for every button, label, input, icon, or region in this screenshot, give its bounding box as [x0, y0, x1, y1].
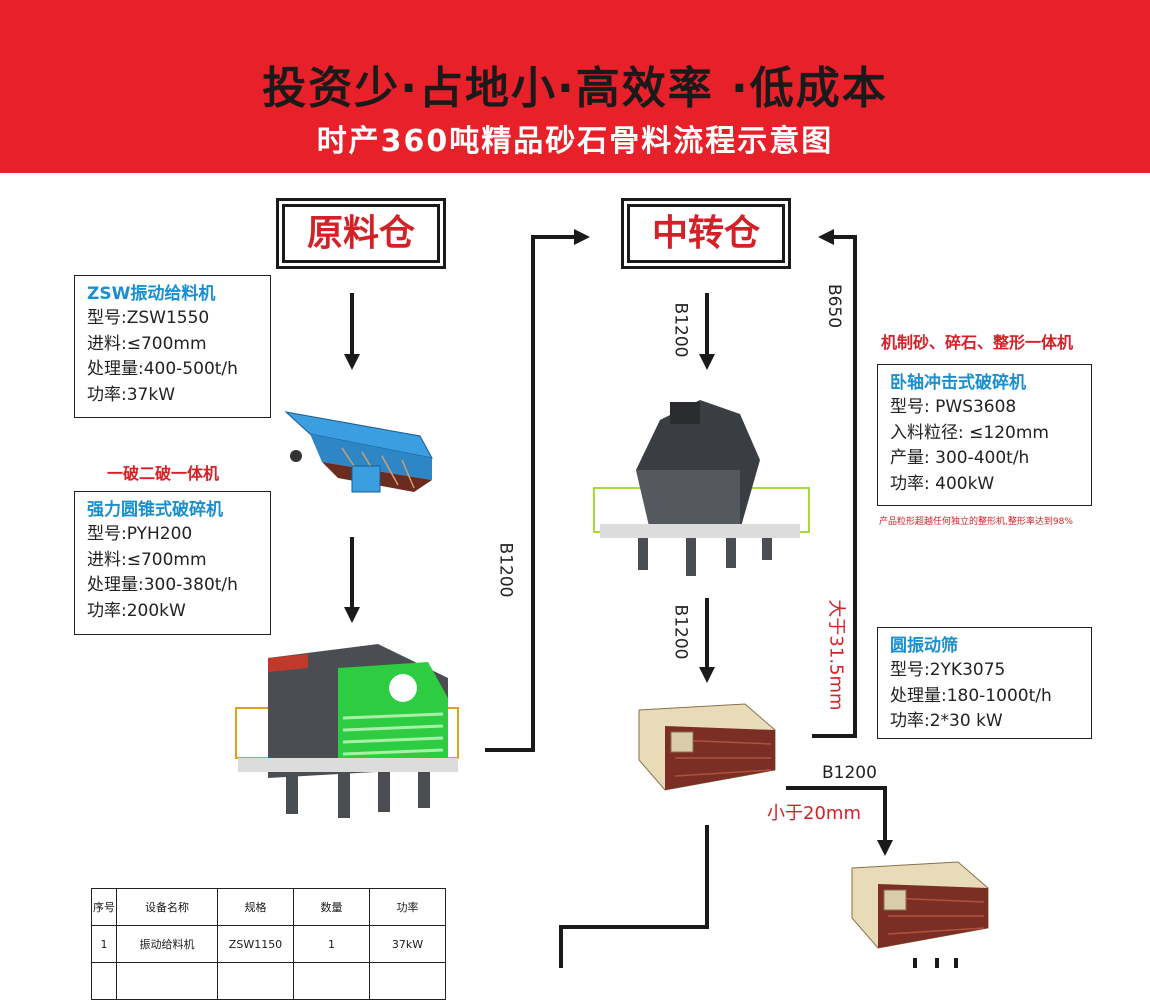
label-belt-main: B1200: [495, 542, 516, 598]
header-banner: 投资少·占地小·高效率 ·低成本 时产360吨精品砂石骨料流程示意图: [0, 0, 1150, 173]
vsi-crusher-title: 卧轴冲击式破碎机: [890, 373, 1026, 393]
feeder-spec-card: ZSW振动给料机 型号:ZSW1550 进料:≤700mm 处理量:400-50…: [74, 275, 271, 418]
feeder-model: 型号:ZSW1550: [87, 308, 210, 328]
feeder-input: 进料:≤700mm: [87, 333, 207, 354]
table-cell: 37kW: [369, 925, 446, 963]
vibrating-feeder-image: [284, 411, 433, 493]
table-cell: [116, 962, 218, 1000]
vibrating-screen-image-2: [851, 861, 989, 949]
label-belt-fine: B1200: [822, 763, 877, 783]
label-belt-down2: B1200: [670, 604, 691, 660]
vsi-crusher-image: [593, 400, 810, 576]
vibrating-screen-image: [638, 703, 776, 791]
table-cell: 振动给料机: [116, 925, 218, 963]
cone-crusher-capacity: 处理量:300-380t/h: [87, 575, 238, 595]
vsi-crusher-tag: 机制砂、碎石、整形一体机: [881, 333, 1074, 352]
table-header-row: 序号 设备名称 规格 数量 功率: [91, 888, 446, 926]
table-header-cell: 序号: [91, 888, 117, 926]
page-title: 投资少·占地小·高效率 ·低成本: [262, 63, 888, 114]
conveyor-fine: [786, 786, 893, 856]
table-header-cell: 功率: [369, 888, 446, 926]
label-oversize: 大于31.5mm: [825, 599, 847, 711]
flow-lines: [344, 229, 958, 968]
conveyor-return: [812, 229, 857, 738]
label-belt-down1: B1200: [670, 302, 691, 358]
screen-title: 圆振动筛: [890, 636, 958, 656]
table-header-cell: 数量: [293, 888, 370, 926]
table-row: 1 振动给料机 ZSW1150 1 37kW: [91, 925, 446, 963]
vsi-crusher-input: 入料粒径: ≤120mm: [890, 422, 1049, 443]
transfer-bin-box: 中转仓: [624, 201, 788, 266]
equipment-table: 序号 设备名称 规格 数量 功率 1 振动给料机 ZSW1150 1 37kW: [91, 888, 446, 1000]
cone-crusher-image: [235, 644, 459, 818]
raw-bin-box: 原料仓: [279, 201, 443, 266]
vsi-crusher-spec-card: 卧轴冲击式破碎机 型号: PWS3608 入料粒径: ≤120mm 产量: 30…: [877, 364, 1092, 506]
vsi-crusher-power: 功率: 400kW: [890, 473, 995, 494]
table-row: [91, 962, 446, 1000]
cone-crusher-spec-card: 强力圆锥式破碎机 型号:PYH200 进料:≤700mm 处理量:300-380…: [74, 491, 271, 635]
table-cell: 1: [293, 925, 370, 963]
label-belt-return: B650: [824, 283, 845, 329]
vsi-crusher-note: 产品粒形超越任何独立的整形机,整形率达到98%: [879, 517, 1073, 527]
cone-crusher-model: 型号:PYH200: [87, 524, 193, 544]
table-header-cell: 规格: [217, 888, 294, 926]
vsi-crusher-model: 型号: PWS3608: [890, 397, 1017, 417]
table-cell: [217, 962, 294, 1000]
vsi-crusher-capacity: 产量: 300-400t/h: [890, 448, 1030, 468]
screen-power: 功率:2*30 kW: [890, 711, 1003, 731]
feeder-capacity: 处理量:400-500t/h: [87, 359, 238, 379]
table-cell: [91, 962, 117, 1000]
cone-crusher-power: 功率:200kW: [87, 600, 186, 621]
screen-capacity: 处理量:180-1000t/h: [890, 685, 1052, 706]
table-cell: ZSW1150: [217, 925, 294, 963]
feeder-power: 功率:37kW: [87, 384, 176, 405]
conveyor-main: [485, 229, 590, 752]
feeder-title: ZSW振动给料机: [87, 284, 216, 304]
conveyor-output: [559, 825, 709, 968]
cone-crusher-title: 强力圆锥式破碎机: [87, 500, 223, 520]
label-undersize: 小于20mm: [767, 803, 861, 824]
cone-crusher-input: 进料:≤700mm: [87, 549, 207, 570]
table-cell: [293, 962, 370, 1000]
cone-crusher-tag: 一破二破一体机: [107, 464, 220, 483]
table-cell: 1: [91, 925, 117, 963]
page-subtitle: 时产360吨精品砂石骨料流程示意图: [316, 124, 834, 159]
table-cell: [369, 962, 446, 1000]
screen-model: 型号:2YK3075: [890, 660, 1006, 680]
screen-spec-card: 圆振动筛 型号:2YK3075 处理量:180-1000t/h 功率:2*30 …: [877, 627, 1092, 739]
table-header-cell: 设备名称: [116, 888, 218, 926]
